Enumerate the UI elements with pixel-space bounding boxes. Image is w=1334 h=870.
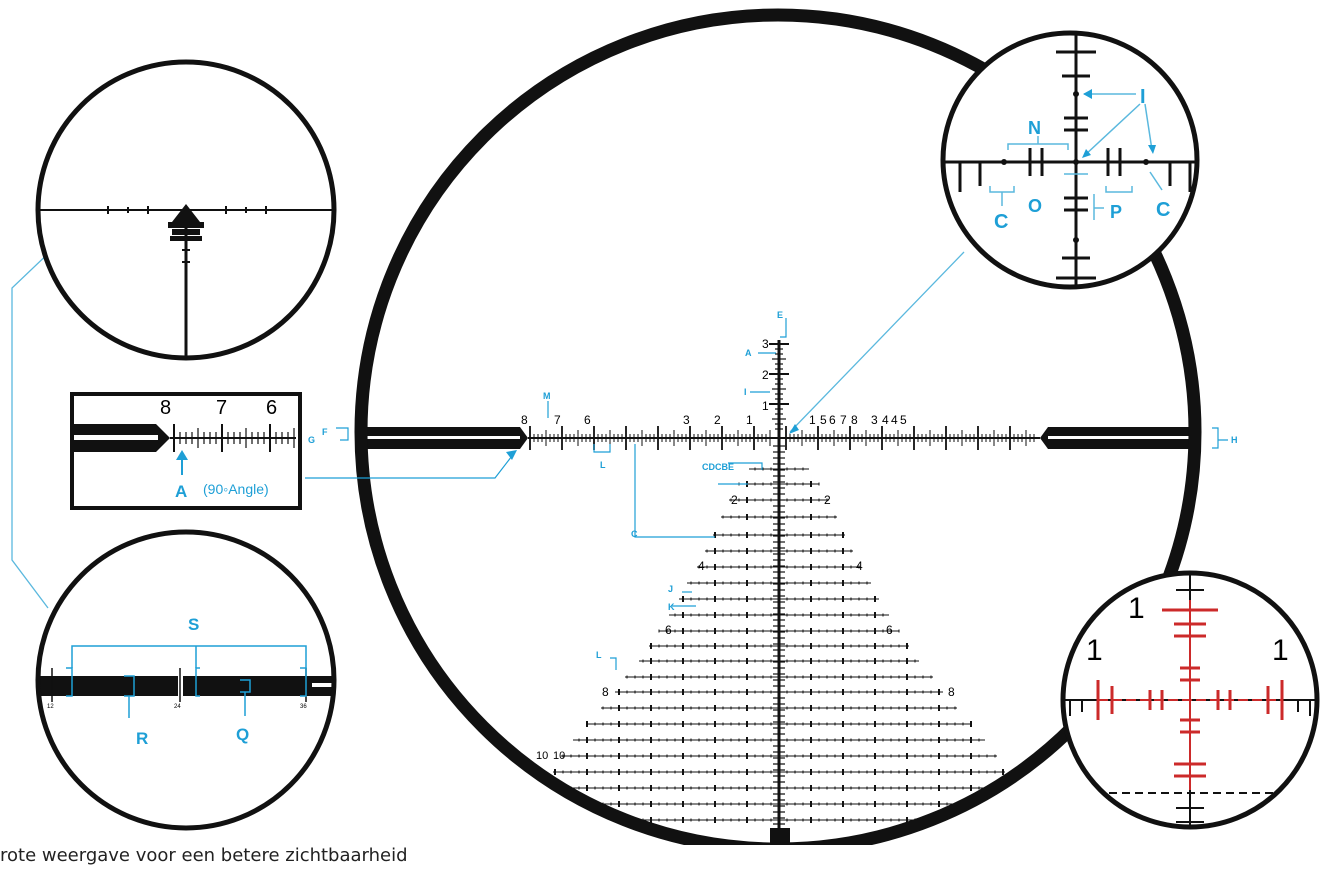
h-right-num: 6 <box>829 413 836 427</box>
callout-l2: L <box>596 650 602 660</box>
h-left-num: 3 <box>683 413 690 427</box>
br-num-left: 1 <box>1086 634 1103 667</box>
h-right-num: 8 <box>851 413 858 427</box>
tr-label-c-left: C <box>994 211 1008 233</box>
tr-label-i: I <box>1140 86 1146 108</box>
inset-top-left <box>35 59 337 361</box>
label-s: S <box>188 615 199 634</box>
v-up-num: 2 <box>762 368 769 382</box>
main-reticle: 8 7 6 3 2 1 1 5 6 7 8 3 4 4 5 3 2 1 2 2 … <box>305 8 1238 845</box>
callout-h: H <box>1231 435 1238 445</box>
main-callouts <box>305 318 1228 670</box>
tr-label-p: P <box>1110 202 1122 222</box>
row-num: 4 <box>856 559 863 573</box>
small-num-12: 12 <box>47 704 54 710</box>
callout-j: J <box>668 584 673 594</box>
v-up-num: 1 <box>762 399 769 413</box>
callout-k: K <box>668 602 675 612</box>
main-hash-marks <box>529 343 1035 825</box>
box-note-angle: (90◦Angle) <box>203 481 269 497</box>
reticle-diagram: 8 7 6 3 2 1 1 5 6 7 8 3 4 4 5 3 2 1 2 2 … <box>11 8 1320 845</box>
tr-label-n: N <box>1028 118 1041 138</box>
inset-bottom-left: S R Q 12 24 36 <box>35 529 337 831</box>
row-num: 2 <box>824 493 831 507</box>
h-left-num: 7 <box>554 413 561 427</box>
callout-c: C <box>631 529 638 539</box>
caption-text: rote weergave voor een betere zichtbaarh… <box>0 845 408 866</box>
row-num: 10 <box>536 750 548 762</box>
h-right-num: 4 <box>882 413 889 427</box>
callout-i: I <box>744 387 747 397</box>
box-label-a: A <box>175 482 187 501</box>
tr-label-o: O <box>1028 196 1042 216</box>
label-r: R <box>136 729 148 748</box>
inset-top-right: I N C O P C <box>940 30 1200 290</box>
h-left-num: 2 <box>714 413 721 427</box>
row-num: 2 <box>731 493 738 507</box>
h-right-num: 1 <box>809 413 816 427</box>
callout-g: G <box>308 435 315 445</box>
inset-angle-box: 8 7 6 A (90◦Angle) <box>70 392 302 510</box>
row-num: 6 <box>886 623 893 637</box>
h-left-num: 6 <box>584 413 591 427</box>
callout-e: E <box>777 310 783 320</box>
br-num-top: 1 <box>1128 592 1145 625</box>
callout-f: F <box>322 427 328 437</box>
br-num-right: 1 <box>1272 634 1289 667</box>
arrow-head <box>789 424 799 434</box>
small-num-24: 24 <box>174 704 181 710</box>
row-num: 10 <box>553 750 565 762</box>
h-left-num: 8 <box>521 413 528 427</box>
callout-l: L <box>600 460 606 470</box>
box-num-7: 7 <box>216 397 227 419</box>
row-num: 6 <box>665 623 672 637</box>
h-left-num: 1 <box>746 413 753 427</box>
h-right-num: 5 <box>900 413 907 427</box>
callout-cdcbe: CDCBE <box>702 462 734 472</box>
v-up-num: 3 <box>762 337 769 351</box>
row-num: 4 <box>698 559 705 573</box>
box-num-6: 6 <box>266 397 277 419</box>
row-num: 8 <box>948 685 955 699</box>
inset-bottom-right: 1 1 1 <box>1060 570 1320 830</box>
h-right-num: 5 <box>820 413 827 427</box>
box-num-8: 8 <box>160 397 171 419</box>
tr-label-c-right: C <box>1156 199 1170 221</box>
row-num: 8 <box>602 685 609 699</box>
h-right-num: 4 <box>891 413 898 427</box>
main-reticle-ring <box>354 8 1202 845</box>
label-q: Q <box>236 725 249 744</box>
arrow-head <box>506 450 517 460</box>
small-num-36: 36 <box>300 704 307 710</box>
callout-m: M <box>543 391 551 401</box>
bottom-thick-post <box>770 828 790 845</box>
callout-a: A <box>745 348 752 358</box>
h-right-num: 3 <box>871 413 878 427</box>
h-right-num: 7 <box>840 413 847 427</box>
